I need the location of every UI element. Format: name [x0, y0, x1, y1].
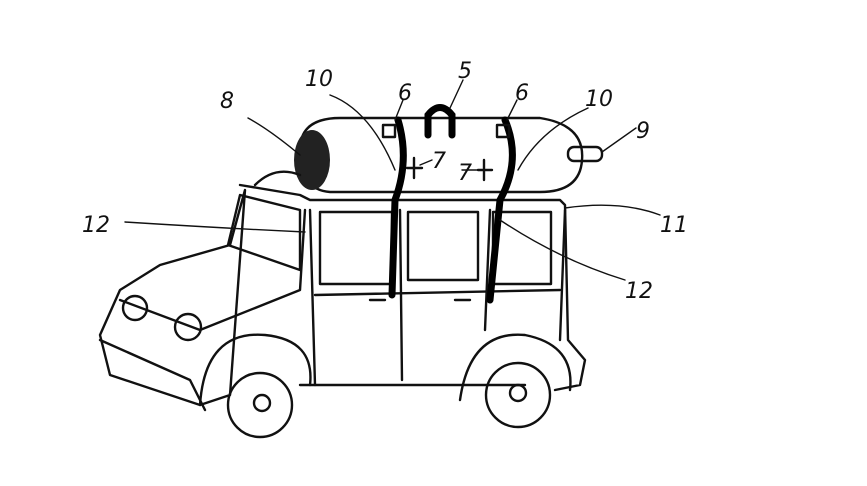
label-6-right: 6	[515, 81, 529, 106]
label-11: 11	[660, 213, 688, 238]
label-7-left: 7	[432, 149, 446, 174]
label-6-left: 6	[398, 81, 412, 106]
car-body	[100, 185, 585, 410]
label-8: 8	[220, 89, 234, 114]
headlights	[123, 296, 201, 340]
label-7-right: 7	[458, 161, 472, 186]
label-9: 9	[636, 119, 650, 144]
label-10-right: 10	[585, 87, 613, 112]
label-12-right: 12	[625, 279, 653, 304]
label-12-left: 12	[82, 213, 110, 238]
label-10-left: 10	[305, 67, 333, 92]
reference-numerals: 8 10 5 6 6 10 9 7 7 12 11 12	[82, 59, 688, 304]
label-5: 5	[458, 59, 472, 84]
